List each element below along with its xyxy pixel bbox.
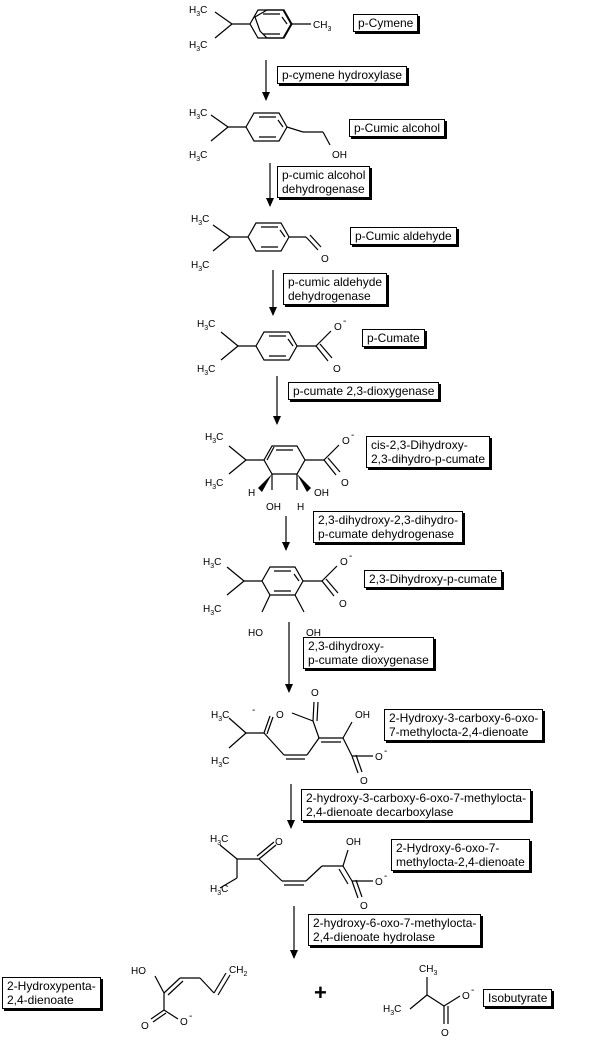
svg-text:O: O (375, 752, 383, 763)
svg-text:H: H (297, 502, 304, 513)
svg-text:OH: OH (266, 502, 281, 513)
svg-text:O: O (360, 901, 368, 912)
svg-text:O: O (441, 1028, 449, 1039)
svg-text:H3C: H3C (203, 604, 221, 617)
compound-label-p-cumic-aldehyde: p-Cumic aldehyde (350, 227, 457, 245)
svg-text:O: O (342, 436, 350, 447)
compound-label-ring-cleavage-product: 2-Hydroxy-3-carboxy-6-oxo- 7-methylocta-… (384, 709, 544, 741)
svg-text:H3C: H3C (210, 884, 228, 897)
svg-text:-: - (351, 430, 354, 441)
svg-text:OH: OH (355, 710, 370, 721)
svg-text:H3C: H3C (211, 710, 229, 723)
svg-text:OH: OH (314, 488, 329, 499)
p-cumic-aldehyde-atoms: H3C H3C O (191, 214, 329, 273)
plus-sign: + (314, 980, 327, 1005)
svg-text:H3C: H3C (210, 834, 228, 847)
dihydrodiol-wedges (258, 474, 311, 492)
hopda-structure (219, 841, 373, 899)
svg-text:O: O (180, 1017, 188, 1028)
svg-text:-: - (384, 746, 387, 757)
enzyme-label-decarboxylase: 2-hydroxy-3-carboxy-6-oxo-7-methylocta- … (301, 789, 532, 821)
svg-text:H3C: H3C (197, 364, 215, 377)
compound-label-dihydroxy-p-cumate: 2,3-Dihydroxy-p-cumate (364, 570, 503, 588)
svg-text:OH: OH (332, 150, 347, 161)
svg-text:O: O (340, 557, 348, 568)
compound-label-p-cumate: p-Cumate (362, 329, 425, 347)
svg-text:-: - (189, 1011, 192, 1022)
svg-text:H3C: H3C (189, 150, 207, 163)
p-cymene-structure (214, 9, 311, 39)
svg-text:-: - (471, 985, 474, 996)
svg-text:-: - (384, 871, 387, 882)
svg-text:HO: HO (131, 966, 146, 977)
svg-text:CH2: CH2 (229, 965, 247, 978)
svg-text:H3C: H3C (211, 756, 229, 769)
isobutyrate-structure (409, 977, 461, 1024)
enzyme-label-p-cumate-dioxygenase: p-cumate 2,3-dioxygenase (288, 382, 440, 400)
svg-text:H3C: H3C (191, 214, 209, 227)
p-cumate-structure (220, 330, 333, 362)
svg-text:O: O (375, 877, 383, 888)
dihydrodiol-structure (228, 444, 341, 490)
enzyme-label-dihydroxy-p-cumate-dioxygenase: 2,3-dihydroxy- p-cumate dioxygenase (303, 637, 434, 669)
svg-text:O: O (462, 991, 470, 1002)
compound-label-hopda: 2-Hydroxy-6-oxo-7- methylocta-2,4-dienoa… (391, 839, 530, 871)
dihydrodiol-atoms: H3C H3C O- O H OH H OH (205, 430, 354, 513)
hydroxypentadienoate-atoms: HO CH2 O O- (131, 965, 247, 1032)
svg-text:O: O (311, 688, 319, 699)
isobutyrate-atoms: CH3 H3C O- O (383, 964, 474, 1039)
compound-label-cis-dihydrodiol: cis-2,3-Dihydroxy- 2,3-dihydro-p-cumate (366, 436, 491, 468)
compound-label-isobutyrate: Isobutyrate (483, 989, 553, 1007)
svg-text:H3C: H3C (205, 478, 223, 491)
enzyme-label-hydrolase: 2-hydroxy-6-oxo-7-methylocta- 2,4-dienoa… (308, 914, 482, 946)
svg-text:O: O (276, 710, 284, 721)
p-cumic-alcohol-structure (210, 112, 331, 146)
svg-text:H3C: H3C (383, 1004, 401, 1017)
hydroxypentadienoate-structure (150, 972, 231, 1023)
svg-text:OH: OH (346, 837, 361, 848)
ring-cleavage-product-structure (228, 701, 373, 774)
compound-label-hydroxypentadienoate: 2-Hydroxypenta- 2,4-dienoate (2, 977, 101, 1009)
svg-text:OH: OH (306, 628, 321, 639)
svg-text:H3C: H3C (203, 557, 221, 570)
p-cumate-atoms: H3C H3C O- O (197, 316, 346, 377)
svg-text:O: O (141, 1021, 149, 1032)
hopda-atoms: H3C H3C O OH O- O (210, 834, 387, 912)
svg-text:-: - (349, 551, 352, 562)
enzyme-label-p-cumic-alcohol-dehydrogenase: p-cumic alcohol dehydrogenase (277, 166, 371, 198)
svg-text:O: O (275, 837, 283, 848)
svg-text:O: O (333, 364, 341, 375)
svg-text:H3C: H3C (189, 5, 207, 18)
dihydroxy-cumate-atoms: H3C H3C O- O HO OH (203, 551, 352, 639)
svg-text:O: O (334, 322, 342, 333)
svg-text:H3C: H3C (189, 108, 207, 121)
svg-text:O: O (360, 776, 368, 787)
svg-text:O: O (339, 599, 347, 610)
svg-text:O: O (321, 254, 329, 265)
reaction-arrows (262, 60, 298, 959)
svg-text:H3C: H3C (189, 40, 207, 53)
svg-text:HO: HO (248, 628, 263, 639)
ring-cleavage-product-atoms: H3C H3C - O O OH O- O (211, 688, 387, 787)
svg-text:CH3: CH3 (313, 20, 331, 33)
svg-text:H3C: H3C (191, 260, 209, 273)
svg-text:CH3: CH3 (419, 964, 437, 977)
p-cymene-atoms: H3C H3C CH3 (189, 5, 331, 53)
svg-text:H3C: H3C (205, 432, 223, 445)
p-cumic-alcohol-atoms: H3C H3C OH (189, 108, 347, 163)
enzyme-label-p-cumic-aldehyde-dehydrogenase: p-cumic aldehyde dehydrogenase (283, 273, 388, 305)
svg-text:H: H (248, 488, 255, 499)
svg-text:O: O (341, 478, 349, 489)
svg-text:-: - (252, 705, 255, 716)
dihydroxy-cumate-structure (226, 565, 339, 613)
compound-label-p-cymene: p-Cymene (353, 14, 419, 32)
enzyme-label-p-cymene-hydroxylase: p-cymene hydroxylase (277, 66, 408, 84)
compound-label-p-cumic-alcohol: p-Cumic alcohol (349, 119, 446, 137)
svg-text:-: - (343, 316, 346, 327)
p-cumic-aldehyde-structure (212, 222, 322, 252)
svg-text:H3C: H3C (197, 319, 215, 332)
enzyme-label-dihydrodiol-dehydrogenase: 2,3-dihydroxy-2,3-dihydro- p-cumate dehy… (313, 511, 464, 543)
